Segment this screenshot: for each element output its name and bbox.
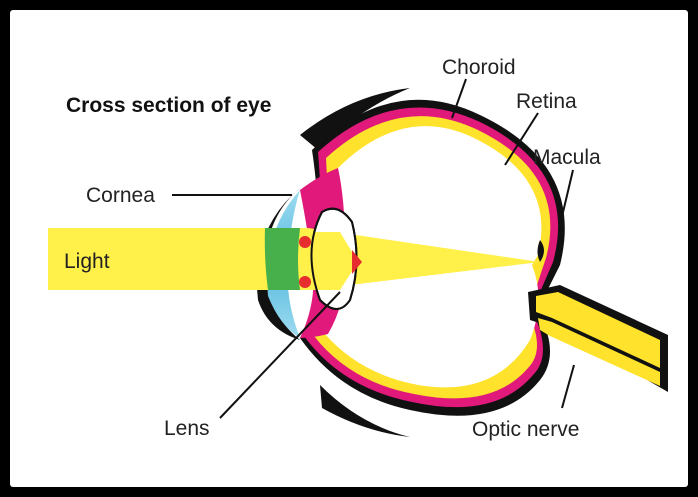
label-retina: Retina xyxy=(516,90,577,113)
diagram-title: Cross section of eye xyxy=(66,94,271,117)
macula-leader xyxy=(560,170,573,225)
label-macula: Macula xyxy=(533,146,601,169)
iris-dot-top xyxy=(299,236,311,248)
label-optic-nerve: Optic nerve xyxy=(472,418,579,441)
optic-nerve-leader xyxy=(562,365,574,408)
label-choroid: Choroid xyxy=(442,56,516,79)
cornea-light-overlap xyxy=(265,228,300,290)
label-light: Light xyxy=(64,250,110,273)
label-lens: Lens xyxy=(164,417,210,440)
label-cornea: Cornea xyxy=(86,184,155,207)
iris-dot-bottom xyxy=(299,276,311,288)
